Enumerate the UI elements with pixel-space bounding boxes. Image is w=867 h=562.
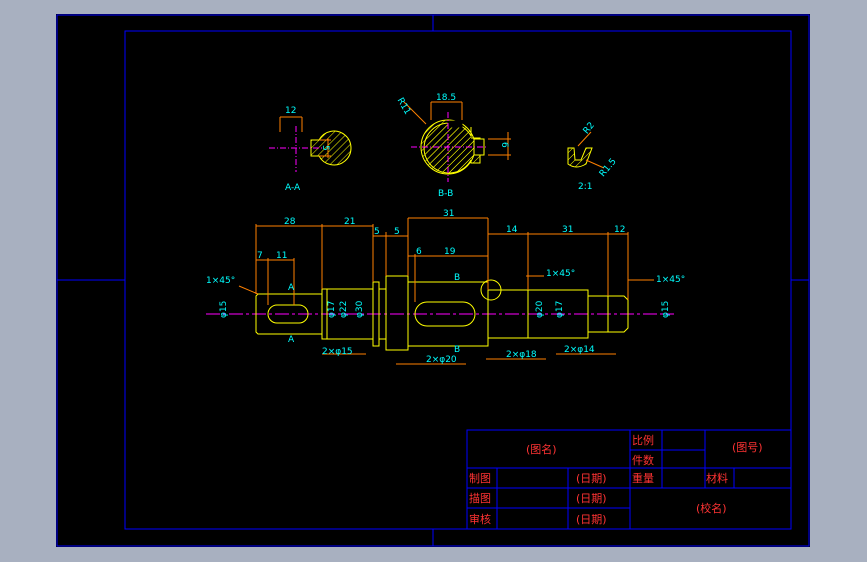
aa-key-dim: 5 [320, 145, 330, 151]
bb-label: B-B [438, 189, 453, 199]
ratio-label: 比例 [632, 433, 654, 447]
mark-a-top: A [288, 283, 295, 293]
dim-6: 6 [416, 247, 422, 257]
detail-circle [480, 279, 502, 301]
drawn-date: (日期) [576, 472, 607, 485]
qty-label: 件数 [632, 454, 654, 467]
dim-12: 12 [614, 225, 625, 235]
dim-28: 28 [284, 217, 296, 227]
chamfer-left: 1×45° [206, 276, 235, 286]
dia-17-left: φ17 [327, 301, 337, 318]
dim-21: 21 [344, 217, 355, 227]
dim-19: 19 [444, 247, 456, 257]
school-name: (校名) [696, 501, 727, 515]
bb-key-dim: 6 [499, 142, 509, 148]
dim-5b: 5 [394, 227, 400, 237]
dia-22: φ22 [339, 301, 349, 318]
aa-label: A-A [285, 183, 301, 193]
aa-width-dim: 12 [285, 106, 296, 116]
diameter-dimensions: φ15 φ17 φ22 φ30 φ20 φ17 φ15 [219, 300, 671, 318]
dia-15-left: φ15 [219, 301, 229, 318]
cad-drawing: 12 5 A-A 18.5 R11 6 B-B R2 R1.5 2:1 [56, 14, 810, 547]
dim-7: 7 [257, 251, 263, 261]
section-bb: 18.5 R11 6 B-B [395, 93, 511, 199]
mark-a-bottom: A [288, 335, 295, 345]
traced-label: 描图 [469, 491, 491, 505]
dim-11: 11 [276, 251, 287, 261]
review-date: (日期) [576, 513, 607, 526]
top-dim-text: 28 21 5 5 31 6 19 14 31 12 7 11 [257, 209, 625, 261]
dim-31: 31 [443, 209, 454, 219]
drawing-name: (图名) [526, 442, 557, 456]
shaft-main-view [206, 275, 674, 351]
dim-14: 14 [506, 225, 518, 235]
bb-radius-dim: R11 [395, 96, 413, 116]
detail-label: 2:1 [578, 182, 592, 192]
dim-5a: 5 [374, 227, 380, 237]
dia-17-right: φ17 [555, 301, 565, 318]
chamfer-labels: 1×45° 1×45° 1×45° [206, 269, 685, 295]
section-aa: 12 5 A-A [269, 106, 352, 193]
drawn-label: 制图 [469, 472, 491, 485]
review-label: 审核 [469, 512, 491, 526]
dim-2x14: 2×φ14 [564, 345, 595, 355]
traced-date: (日期) [576, 492, 607, 505]
mark-b-top: B [454, 273, 460, 283]
mark-b-bottom: B [454, 345, 460, 355]
detail-view: R2 R1.5 2:1 [567, 121, 619, 192]
dia-30: φ30 [355, 300, 365, 318]
material-label: 材料 [706, 471, 728, 485]
title-block-text: (图名) 比例 件数 (图号) 制图 (日期) 重量 材料 描图 (日期) 审核… [469, 433, 763, 526]
chamfer-right: 1×45° [656, 275, 685, 285]
dim-2x18: 2×φ18 [506, 350, 537, 360]
top-dimensions [255, 217, 629, 305]
detail-r1-dim: R2 [582, 121, 597, 137]
bb-width-dim: 18.5 [436, 93, 456, 103]
bottom-dimensions: 2×φ15 2×φ20 2×φ18 2×φ14 [322, 345, 616, 365]
dim-31b: 31 [562, 225, 573, 235]
outer-frame [56, 14, 810, 547]
dim-2x15: 2×φ15 [322, 347, 353, 357]
title-block [466, 429, 792, 530]
cad-canvas[interactable]: 12 5 A-A 18.5 R11 6 B-B R2 R1.5 2:1 [56, 14, 810, 547]
chamfer-mid: 1×45° [546, 269, 575, 279]
detail-r2-dim: R1.5 [598, 157, 619, 179]
section-marks: A A B B [288, 273, 460, 355]
dia-20: φ20 [535, 300, 545, 318]
dia-15-right: φ15 [661, 301, 671, 318]
dim-2x20: 2×φ20 [426, 355, 457, 365]
weight-label: 重量 [632, 471, 654, 485]
drawing-number: (图号) [732, 441, 763, 454]
